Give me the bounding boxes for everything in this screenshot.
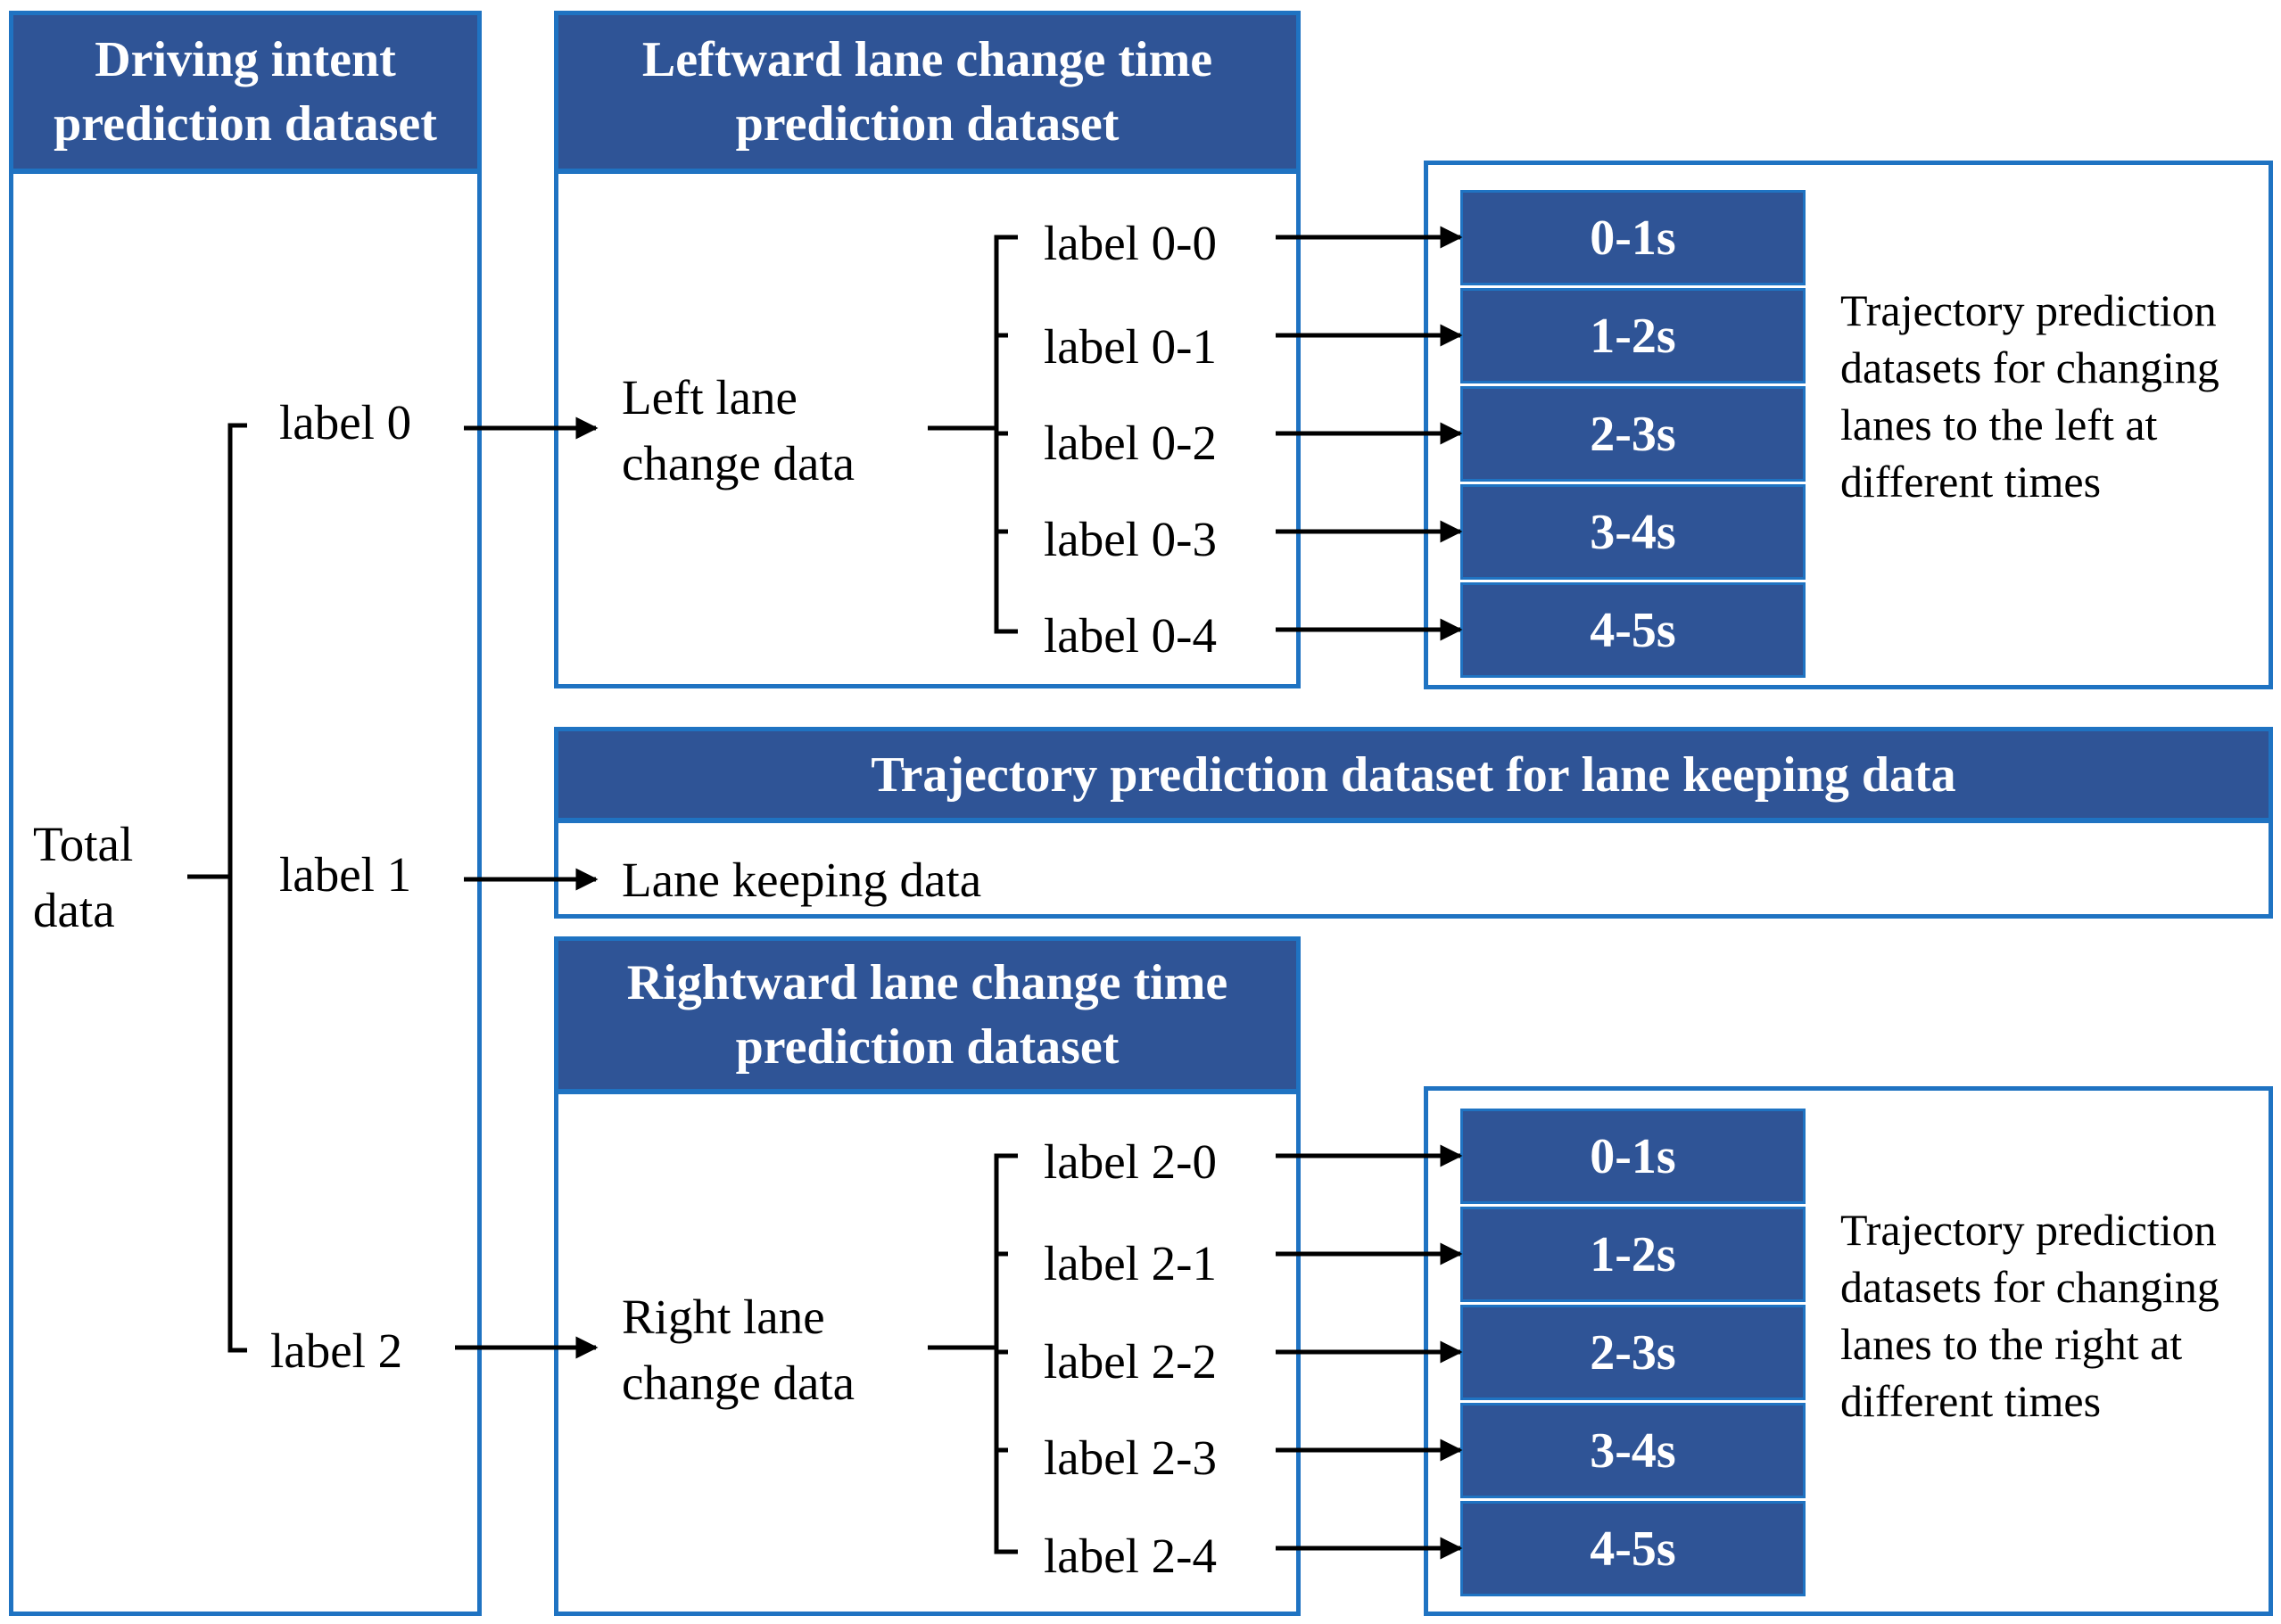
right-time-box: 4-5s <box>1460 1501 1806 1596</box>
driving-intent-panel <box>9 169 482 1616</box>
right-time-box: 1-2s <box>1460 1207 1806 1302</box>
left-sub-label: label 0-4 <box>1044 608 1217 663</box>
right-time-box: 3-4s <box>1460 1403 1806 1498</box>
right-lane-change-panel <box>554 1090 1301 1616</box>
left-lane-change-header: Leftward lane change time prediction dat… <box>554 11 1301 173</box>
left-lane-change-data-label: Left lane change data <box>622 370 855 490</box>
lane-keeping-data-label: Lane keeping data <box>622 853 982 907</box>
right-sub-label: label 2-0 <box>1044 1134 1217 1189</box>
right-trajectory-description: Trajectory prediction datasets for chang… <box>1840 1205 2219 1426</box>
label-2: label 2 <box>270 1323 403 1378</box>
right-lane-change-data-label: Right lane change data <box>622 1290 855 1410</box>
right-sub-label: label 2-1 <box>1044 1236 1217 1290</box>
left-time-box: 1-2s <box>1460 288 1806 383</box>
left-sub-label: label 0-1 <box>1044 319 1217 374</box>
left-time-box: 2-3s <box>1460 386 1806 482</box>
left-time-box: 0-1s <box>1460 190 1806 285</box>
total-data-label: Total data <box>33 817 134 937</box>
right-time-box: 2-3s <box>1460 1305 1806 1400</box>
right-time-box: 0-1s <box>1460 1109 1806 1204</box>
right-sub-label: label 2-4 <box>1044 1529 1217 1583</box>
left-sub-label: label 0-3 <box>1044 512 1217 566</box>
label-1: label 1 <box>279 847 412 902</box>
right-lane-change-header: Rightward lane change time prediction da… <box>554 936 1301 1093</box>
right-sub-label: label 2-3 <box>1044 1430 1217 1485</box>
main-bracket <box>227 423 247 1353</box>
left-sub-label: label 0-2 <box>1044 416 1217 470</box>
right-sub-label: label 2-2 <box>1044 1334 1217 1389</box>
left-sub-label: label 0-0 <box>1044 216 1217 270</box>
label-0: label 0 <box>279 395 412 449</box>
left-trajectory-description: Trajectory prediction datasets for chang… <box>1840 285 2219 507</box>
left-time-box: 3-4s <box>1460 484 1806 580</box>
left-lane-change-panel <box>554 169 1301 688</box>
driving-intent-header: Driving intent prediction dataset <box>9 11 482 173</box>
lane-keeping-header: Trajectory prediction dataset for lane k… <box>554 727 2273 822</box>
